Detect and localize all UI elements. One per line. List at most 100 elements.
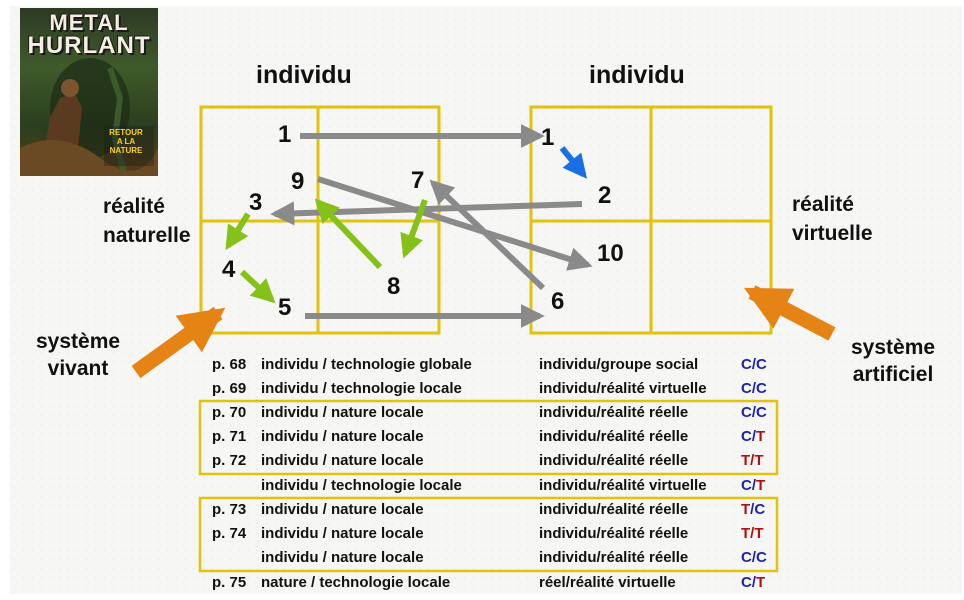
table-row-right: individu/réalité virtuelle	[539, 477, 707, 494]
cover-illustration	[20, 58, 158, 176]
table-row-code-a: T	[741, 525, 751, 542]
table-group-box-1	[198, 399, 779, 476]
table-row-code-slash: /	[751, 477, 757, 494]
table-row-left: individu / technologie locale	[261, 477, 462, 494]
table-row-right: individu/groupe social	[539, 356, 699, 373]
metal-hurlant-cover-image: METAL HURLANT RETOUR A LA NATURE	[20, 8, 158, 176]
table-row-code-slash: /	[751, 356, 757, 373]
table-row-code-b: T	[754, 452, 764, 469]
cover-subtitle: RETOUR A LA NATURE	[98, 128, 154, 155]
table-row-code: C/T	[741, 428, 765, 446]
label-realite-naturelle: réalité naturelle	[103, 195, 191, 247]
table-row-code: C/C	[741, 356, 767, 374]
table-row-code-slash: /	[751, 574, 757, 591]
table-row-page: p. 72	[212, 452, 247, 469]
arrow-6-to-7	[429, 179, 546, 291]
table-row-code-slash: /	[751, 428, 757, 445]
arrow-8-to-9	[314, 198, 383, 270]
table-row-code-b: C	[756, 404, 767, 421]
cover-masthead-top: METAL	[49, 10, 129, 35]
table-row-code-slash: /	[751, 404, 757, 421]
table-row-code-b: T	[756, 428, 766, 445]
right-grid-title: individu	[589, 61, 685, 89]
table-row-left: individu / technologie globale	[261, 356, 472, 373]
table-row-code: T/C	[741, 501, 765, 519]
table-row-code-a: C	[741, 380, 752, 397]
table-row-right: individu/réalité réelle	[539, 452, 689, 469]
table-row-right: réel/réalité virtuelle	[539, 574, 676, 591]
table-row-code: C/C	[741, 380, 767, 398]
table-row-code-b: C	[756, 549, 767, 566]
table-row-code: T/T	[741, 452, 764, 470]
left-grid-title: individu	[256, 61, 352, 89]
table-row-code-b: C	[754, 501, 766, 518]
table-row-code-slash: /	[750, 501, 755, 518]
arrow-4-to-5	[239, 269, 276, 304]
table-row-page: p. 70	[212, 404, 247, 421]
arrow-9-to-10	[317, 176, 593, 271]
table-row-right: individu/réalité réelle	[539, 501, 689, 518]
table-row-code: C/C	[741, 404, 767, 422]
table-row-code-a: T	[741, 501, 751, 518]
node-10: 10	[597, 240, 624, 267]
arrow-systeme-vivant	[131, 306, 226, 379]
node-6: 6	[551, 288, 565, 315]
label-systeme-artificiel: système artificiel	[851, 336, 936, 386]
table-row-code-a: C	[741, 549, 752, 566]
table-group-box-2	[198, 496, 779, 573]
node-2: 2	[598, 182, 612, 209]
arrow-systeme-artificiel	[744, 285, 836, 341]
table-row-page: p. 74	[212, 525, 247, 542]
table-row-right: individu/réalité réelle	[539, 549, 689, 566]
table-row-page: p. 73	[212, 501, 247, 518]
table-row-page: p. 69	[212, 380, 247, 397]
table-row-code-b: T	[756, 574, 766, 591]
label-systeme-vivant: système vivant	[36, 330, 121, 380]
right-grid	[529, 105, 773, 335]
table-row-left: individu / technologie locale	[261, 380, 462, 397]
left-grid	[199, 105, 441, 335]
table-row-page: p. 71	[212, 428, 247, 445]
table-row-code-b: T	[756, 477, 766, 494]
cover-subtitle-line: NATURE	[109, 146, 143, 155]
cover-subtitle-line: A LA	[116, 137, 136, 146]
table-row-code-b: C	[756, 380, 767, 397]
arrow-7-to-8	[400, 198, 428, 259]
table-row-code-slash: /	[751, 549, 757, 566]
table-row-code-a: T	[741, 452, 751, 469]
node-5: 5	[278, 294, 292, 321]
arrow-1-to-2	[559, 146, 588, 179]
node-9: 9	[291, 168, 305, 195]
table-row-page: p. 75	[212, 574, 247, 591]
table-row-right: individu/réalité réelle	[539, 404, 689, 421]
node-1-right: 1	[541, 124, 555, 151]
table-row-left: individu / nature locale	[261, 501, 424, 518]
table-row-left: individu / nature locale	[261, 452, 424, 469]
table-row-right: individu/réalité virtuelle	[539, 380, 707, 397]
slide	[10, 6, 962, 594]
node-1-left: 1	[278, 121, 292, 148]
table-row-left: individu / nature locale	[261, 549, 424, 566]
table-row-code-b: T	[754, 525, 764, 542]
table-row-code-slash: /	[750, 525, 755, 542]
table-row-page: p. 68	[212, 356, 247, 373]
table-row-code: C/T	[741, 477, 765, 495]
table-row-code-slash: /	[751, 380, 757, 397]
table-row-code-slash: /	[750, 452, 755, 469]
table-row-code: C/T	[741, 574, 765, 592]
cover-masthead-bottom: HURLANT	[27, 32, 151, 59]
table-row-code-b: C	[756, 356, 767, 373]
table-row-left: nature / technologie locale	[261, 574, 451, 591]
table-row-left: individu / nature locale	[261, 404, 424, 421]
table-row-code-a: C	[741, 404, 752, 421]
node-4: 4	[222, 256, 236, 283]
table-row-left: individu / nature locale	[261, 428, 424, 445]
node-7: 7	[411, 167, 425, 194]
table-row-code-a: C	[741, 428, 752, 445]
node-3: 3	[249, 189, 263, 216]
node-8: 8	[387, 273, 401, 300]
table-row-code: C/C	[741, 549, 767, 567]
table-row-code-a: C	[741, 356, 752, 373]
table-row-code-a: C	[741, 477, 752, 494]
table-row-right: individu/réalité réelle	[539, 525, 689, 542]
